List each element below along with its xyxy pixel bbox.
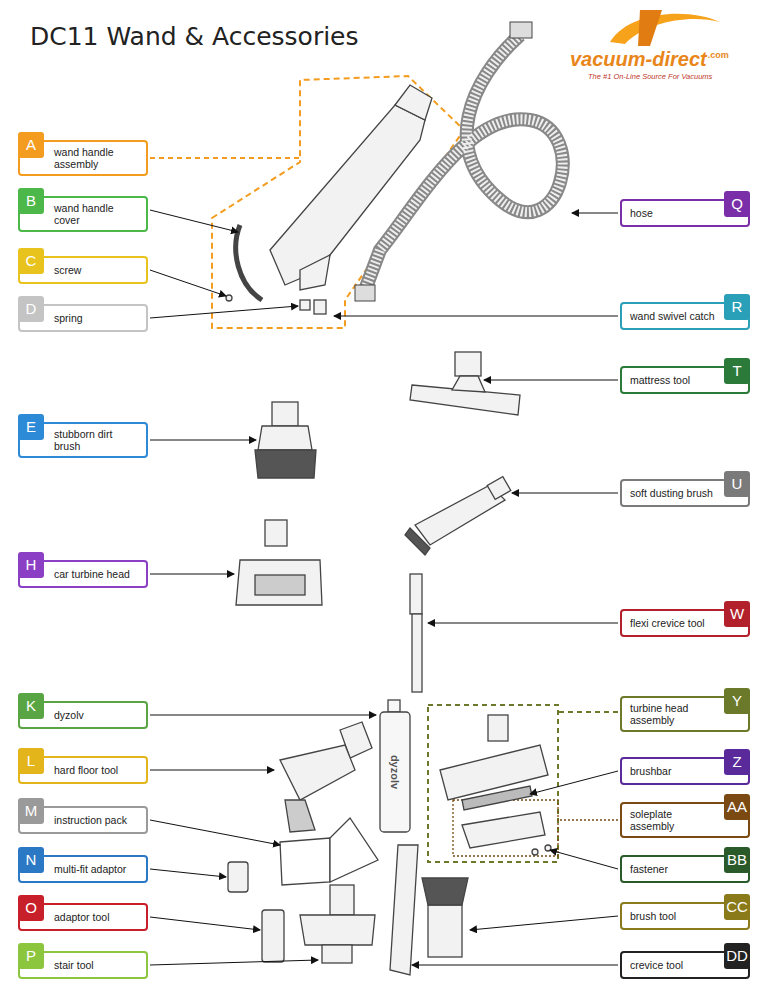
group-leader — [558, 819, 618, 820]
callout-box: Usoft dusting brush — [620, 479, 750, 507]
callout-box: Pstair tool — [18, 951, 148, 979]
callout-box: Wflexi crevice tool — [620, 609, 750, 637]
callout-box: Bwand handle cover — [18, 196, 148, 232]
callout-letter: R — [724, 294, 750, 320]
callout-letter: Q — [724, 191, 750, 217]
callout-box: Cscrew — [18, 256, 148, 284]
callout-box: Dspring — [18, 304, 148, 332]
turbine-head — [440, 715, 551, 855]
logo-swoosh — [610, 14, 720, 44]
car-turbine-head — [236, 520, 322, 605]
instruction-pack — [280, 818, 378, 885]
callout-letter: C — [18, 248, 44, 274]
callout-letter: W — [724, 601, 750, 627]
logo-text: .com — [708, 50, 729, 60]
callout-letter: N — [18, 847, 44, 873]
callout-box: Zbrushbar — [620, 757, 750, 785]
callout-letter: T — [724, 358, 750, 384]
callout-box: CCbrush tool — [620, 902, 750, 930]
crevice-tool — [390, 845, 418, 975]
flexi-crevice-tool — [410, 574, 422, 692]
callout-box: Oadaptor tool — [18, 903, 148, 931]
callout-box: BBfastener — [620, 855, 750, 883]
wand-handle — [226, 85, 432, 314]
callout-box: Tmattress tool — [620, 366, 750, 394]
callout-letter: P — [18, 943, 44, 969]
callout-box: Kdyzolv — [18, 701, 148, 729]
callout-letter: Y — [724, 688, 750, 714]
multi-fit-adaptor — [228, 862, 248, 892]
adaptor-tool — [262, 910, 284, 962]
callout-box: Lhard floor tool — [18, 756, 148, 784]
callout-box: Nmulti-fit adaptor — [18, 855, 148, 883]
callout-box: AAsoleplate assembly — [620, 802, 750, 838]
logo-text: vacuum-direct — [570, 48, 707, 71]
group-outline — [212, 76, 464, 328]
brush-tool — [422, 878, 468, 957]
can-label: dyzolv — [389, 755, 401, 789]
hard-floor-tool — [280, 722, 372, 832]
callout-letter: K — [18, 693, 44, 719]
callout-letter: L — [18, 748, 44, 774]
hose — [355, 22, 563, 301]
logo-text: The #1 On-Line Source For Vacuums — [588, 72, 712, 81]
leader-lines — [150, 210, 618, 965]
mattress-tool — [410, 352, 520, 415]
callout-letter: BB — [724, 847, 750, 873]
group-leader — [558, 711, 618, 713]
callout-letter: A — [18, 132, 44, 158]
group-leader — [150, 157, 300, 159]
callout-letter: O — [18, 895, 44, 921]
soft-dusting-brush — [405, 477, 511, 555]
diagram-title: DC11 Wand & Accessories — [30, 22, 359, 51]
callout-letter: D — [18, 296, 44, 322]
stair-tool — [300, 885, 375, 963]
callout-letter: H — [18, 552, 44, 578]
callout-box: DDcrevice tool — [620, 951, 750, 979]
callout-box: Estubborn dirt brush — [18, 422, 148, 458]
callout-box: Rwand swivel catch — [620, 302, 750, 330]
callout-letter: E — [18, 414, 44, 440]
stubborn-dirt-brush — [255, 402, 316, 478]
callout-box: Hcar turbine head — [18, 560, 148, 588]
callout-letter: DD — [724, 943, 750, 969]
callout-letter: CC — [724, 894, 750, 920]
logo-vacuum — [638, 10, 662, 46]
callout-box: Qhose — [620, 199, 750, 227]
callout-box: Minstruction pack — [18, 806, 148, 834]
callout-box: Yturbine head assembly — [620, 696, 750, 732]
group-outline — [428, 705, 558, 862]
callout-letter: Z — [724, 749, 750, 775]
dyzolv-can — [380, 700, 410, 832]
callout-letter: AA — [724, 794, 750, 820]
callout-letter: B — [18, 188, 44, 214]
callout-letter: U — [724, 471, 750, 497]
callout-box: Awand handle assembly — [18, 140, 148, 176]
callout-letter: M — [18, 798, 44, 824]
